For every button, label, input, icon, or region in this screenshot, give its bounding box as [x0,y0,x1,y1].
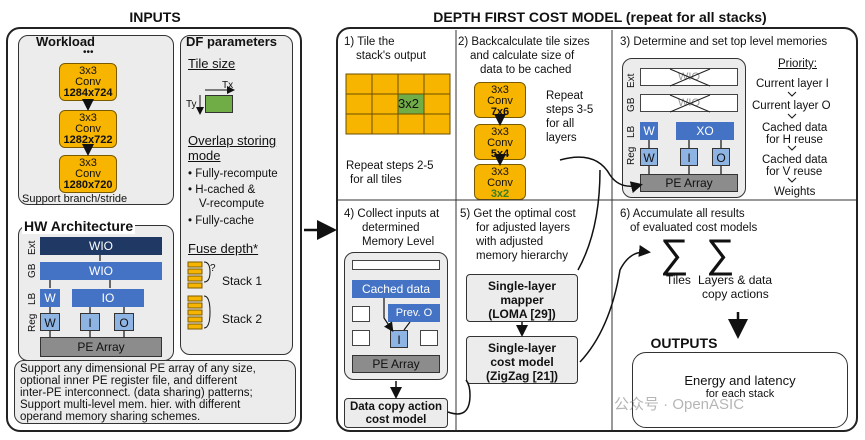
hw-arch-title: HW Architecture [22,218,136,234]
step4-block-b [352,330,370,346]
sum-layers-label-1: Layers & data [698,273,773,287]
step1-tile-label: 3x2 [398,96,419,111]
step2-repeat-4: layers [546,132,577,144]
sum-layers-symbol: ∑ [706,232,735,276]
step5-line4: memory hierarchy [476,250,569,262]
outputs-line-2: for each stack [705,388,775,400]
fuse-question: ? [210,263,216,274]
stack1-label: Stack 1 [222,274,263,288]
workload-title: Workload [36,34,95,49]
step3-reg-w: W [640,148,658,166]
workload-dots: ••• [83,47,94,58]
hw-reg-o: O [114,313,134,331]
step6-line2: of evaluated cost models [630,222,758,234]
priority-title: Priority: [778,58,817,70]
hw-ext-wio: WIO [40,237,162,255]
sum-tiles-label: Tiles [666,273,691,287]
step3-reg-o: O [712,148,730,166]
step2-line3: data to be cached [480,64,572,76]
step5-line1: 5) Get the optimal cost [460,208,576,220]
step3-lb-xo: XO [676,122,734,140]
support-line-1: Support any dimensional PE array of any … [20,363,256,375]
step3-reg-i: I [680,148,698,166]
single-layer-mapper: Single-layer mapper (LOMA [29]) [466,274,578,322]
stack2-label: Stack 2 [222,312,263,326]
model-title: DEPTH FIRST COST MODEL (repeat for all s… [433,9,767,25]
support-box [14,360,296,424]
step1-repeat-1: Repeat steps 2-5 [346,160,434,172]
overlap-title-2: mode [188,148,221,163]
mode-1: • Fully-recompute [188,168,278,180]
outputs-box: Energy and latency for each stack [632,352,848,428]
step1-repeat-2: for all tiles [350,174,402,186]
support-line-4: Support multi-level mem. hier. with diff… [20,399,241,411]
hw-lb-w: W [40,289,60,307]
step3-lb-w: W [640,122,658,140]
support-line-2: optional inner PE register file, and dif… [20,375,238,387]
workload-note: Support branch/stride [22,193,128,205]
sum-layers-label-2: copy actions [702,287,769,301]
mode-2: • H-cached & [188,184,256,196]
fuse-depth-title: Fuse depth* [188,241,259,256]
watermark: 公众号 · OpenASIC [614,396,745,413]
step2-repeat-2: steps 3-5 [546,104,594,116]
step5-line2: for adjusted layers [476,222,570,234]
tile-square [205,95,233,113]
data-copy-model: Data copy action cost model [344,398,448,428]
step4-top-block [352,260,440,270]
hw-reg-i: I [80,313,100,331]
step5-line3: with adjusted [476,236,544,248]
priority-4: for H reuse [766,134,823,146]
step2-line2: and calculate size of [470,50,575,62]
step2-conv-3: 3x3 Conv 3x2 [474,164,526,200]
df-params-title: DF parameters [186,34,278,49]
step4-cached-data: Cached data [352,280,440,298]
mode-4: • Fully-cache [188,215,255,227]
hw-lb-io: IO [72,289,144,307]
step2-repeat-1: Repeat [546,90,584,102]
step3-line1: 3) Determine and set top level memories [620,36,828,48]
priority-5: Cached data [762,154,828,166]
outputs-title: OUTPUTS [650,335,718,351]
tx-label: Tx [222,80,234,91]
step6-line1: 6) Accumulate all results [620,208,745,220]
workload-layer-1: 3x3 Conv 1284x724 [59,63,117,101]
priority-2: Current layer O [752,100,831,112]
step2-line1: 2) Backcalculate tile sizes [458,36,590,48]
support-line-5: operand memory sharing schemes. [20,411,201,423]
priority-3: Cached data [762,122,828,134]
overlap-title-1: Overlap storing [188,133,277,148]
step4-reg-i: I [390,330,408,348]
step4-line2: determined [362,222,420,234]
support-line-3: inter-PE interconnect. (data sharing) pa… [20,387,253,399]
step1-line1: 1) Tile the [344,36,395,48]
outputs-line-1: Energy and latency [684,373,796,388]
priority-6: for V reuse [766,166,823,178]
hw-reg-w: W [40,313,60,331]
step4-line3: Memory Level [362,236,435,248]
inputs-title: INPUTS [129,9,181,25]
step4-prev-o: Prev. O [388,304,440,322]
hw-pe-array: PE Array [40,337,162,357]
priority-7: Weights [774,186,816,198]
priority-1: Current layer I [756,78,829,90]
sum-tiles-symbol: ∑ [660,232,689,276]
ty-label: Ty [186,99,197,110]
hw-gb-wio: WIO [40,262,162,280]
single-layer-cost-model: Single-layer cost model (ZigZag [21]) [466,336,578,384]
mode-3: V-recompute [199,198,265,210]
step4-block-c [420,330,438,346]
step2-repeat-3: for all [546,118,575,130]
step1-line2: stack's output [356,50,426,62]
step2-conv-1: 3x3 Conv 7x6 [474,82,526,118]
step4-line1: 4) Collect inputs at [344,208,440,220]
tile-size-label: Tile size [188,56,236,71]
df-params-box [180,35,293,355]
step4-pe-array: PE Array [352,355,440,373]
step4-block-a [352,306,370,322]
